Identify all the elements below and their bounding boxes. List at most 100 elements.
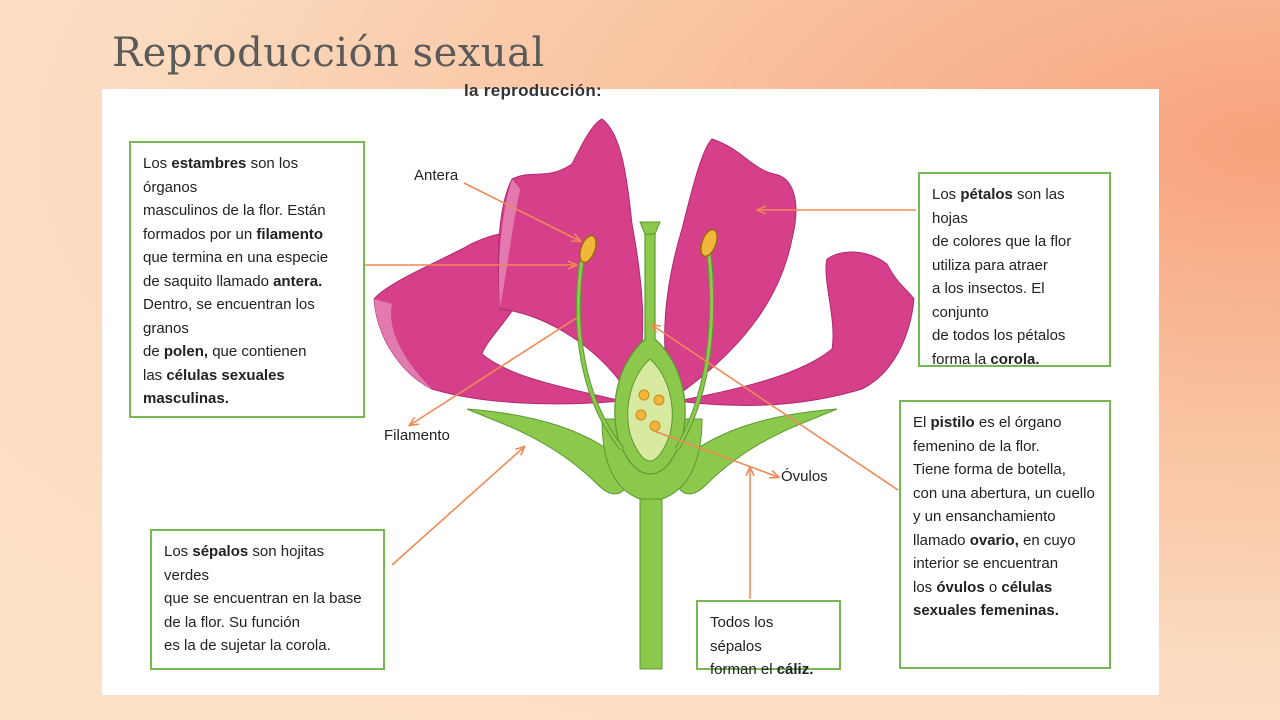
text-run: de colores que la flor — [932, 233, 1072, 250]
arrow-pistilo — [652, 325, 899, 491]
text-run: los — [913, 578, 937, 596]
box-line: con una abertura, un cuello — [913, 482, 1099, 506]
ovule — [653, 394, 665, 406]
text-run: son los órganos — [143, 155, 299, 196]
cut-off-heading: la reproducción: — [464, 81, 602, 100]
box-line: Tiene forma de botella, — [913, 458, 1099, 482]
box-line: de todos los pétalos — [932, 324, 1099, 348]
box-line: forma la corola. — [932, 348, 1099, 372]
text-run: Tiene forma de botella, — [913, 461, 1066, 478]
box-line: es la de sujetar la corola. — [164, 634, 373, 658]
bold-term: antera. — [273, 272, 323, 290]
text-run: con una abertura, un cuello — [913, 484, 1095, 502]
box-line: de la flor. Su función — [164, 611, 373, 635]
text-run: son hojitas verdes — [164, 543, 325, 584]
text-run: y un ensanchamiento — [913, 508, 1056, 525]
box-line: femenino de la flor. — [913, 435, 1099, 459]
box-estambres: Los estambres son los órganos masculinos … — [129, 141, 365, 418]
text-run: forma la — [932, 350, 991, 368]
bold-term: filamento — [256, 225, 324, 243]
text-run: Los — [164, 543, 193, 560]
petal-upper-right — [664, 138, 797, 400]
text-run: o — [984, 578, 1002, 596]
box-line: Los sépalos son hojitas verdes — [164, 540, 373, 587]
box-line: utiliza para atraer — [932, 254, 1099, 278]
box-line: forman el cáliz. — [710, 658, 829, 682]
text-run: a los insectos. El conjunto — [932, 280, 1045, 321]
text-run: que termina en una especie — [143, 249, 329, 266]
text-run: El — [913, 414, 931, 431]
sepal-right — [671, 408, 838, 495]
text-run: de todos los pétalos — [932, 327, 1066, 344]
box-line: interior se encuentran — [913, 552, 1099, 576]
anther-left — [579, 234, 597, 264]
box-petalos: Los pétalos son las hojas de colores que … — [918, 172, 1111, 368]
box-line: Los pétalos son las hojas — [932, 183, 1099, 230]
box-line: que se encuentran en la base — [164, 587, 373, 611]
bold-term: pétalos — [960, 186, 1013, 203]
ovule — [649, 420, 661, 432]
bold-term: sépalos — [192, 543, 249, 560]
bold-term: masculinas. — [143, 390, 229, 407]
text-run: masculinos de la flor. Están — [143, 202, 326, 219]
text-run: las — [143, 366, 167, 384]
anther-right — [700, 228, 718, 258]
text-run: formados por un — [143, 225, 257, 243]
box-line: de saquito llamado antera. — [143, 270, 353, 294]
slide-title: Reproducción sexual — [112, 30, 545, 76]
box-line: Todos los sépalos — [710, 611, 829, 658]
text-run: Los — [143, 155, 172, 172]
text-run: que contienen — [208, 343, 307, 360]
box-line: Los estambres son los órganos — [143, 152, 353, 199]
diagram-panel: la reproducción: — [102, 81, 1159, 695]
text-run: Dentro, se encuentran los granos — [143, 296, 315, 337]
box-line: y un ensanchamiento — [913, 505, 1099, 529]
text-run: que se encuentran en la base — [164, 590, 362, 607]
stigma — [639, 221, 661, 235]
box-line: las células sexuales — [143, 364, 353, 388]
text-run: Los — [932, 186, 961, 203]
text-run: de saquito llamado — [143, 272, 274, 290]
text-run: utiliza para atraer — [932, 256, 1048, 274]
bold-term: estambres — [171, 155, 247, 172]
box-line: masculinos de la flor. Están — [143, 199, 353, 223]
label-filamento: Filamento — [384, 427, 450, 444]
arrow-filamento — [410, 316, 579, 425]
text-run: son las hojas — [932, 186, 1065, 227]
bold-term: óvulos — [936, 578, 985, 596]
stem — [639, 488, 663, 670]
box-line: El pistilo es el órgano — [913, 411, 1099, 435]
box-line: llamado ovario, en cuyo — [913, 529, 1099, 553]
box-sepalos: Los sépalos son hojitas verdes que se enc… — [150, 529, 385, 670]
sepal-left — [466, 408, 633, 495]
text-run: forman el — [710, 661, 777, 678]
box-line: sexuales femeninas. — [913, 599, 1099, 623]
box-line: los óvulos o células — [913, 576, 1099, 600]
arrow-sepalos — [391, 447, 524, 566]
box-line: formados por un filamento — [143, 223, 353, 247]
label-ovulos: Óvulos — [781, 468, 828, 485]
text-run: en cuyo — [1018, 531, 1076, 549]
text-run: es el órgano — [974, 414, 1062, 431]
bold-term: células sexuales — [166, 366, 285, 384]
ovule — [638, 389, 650, 401]
box-line: de colores que la flor — [932, 230, 1099, 254]
box-line: Dentro, se encuentran los granos — [143, 293, 353, 340]
flower-diagram — [354, 118, 916, 670]
arrow-ovulos — [653, 430, 778, 477]
text-run: de — [143, 343, 164, 360]
arrow-antera — [463, 182, 580, 241]
bold-term: pistilo — [930, 414, 975, 431]
bold-term: sexuales femeninas. — [913, 602, 1059, 619]
text-run: es la de sujetar la corola. — [164, 637, 331, 654]
bold-term: células — [1001, 578, 1053, 596]
bold-term: ovario, — [969, 531, 1019, 549]
text-run: femenino de la flor. — [913, 437, 1040, 455]
box-line: que termina en una especie — [143, 246, 353, 270]
box-pistilo: El pistilo es el órgano femenino de la fl… — [899, 400, 1111, 669]
box-line: a los insectos. El conjunto — [932, 277, 1099, 324]
bold-term: corola. — [990, 350, 1040, 368]
text-run: Todos los sépalos — [710, 614, 774, 655]
ovule — [635, 409, 647, 421]
